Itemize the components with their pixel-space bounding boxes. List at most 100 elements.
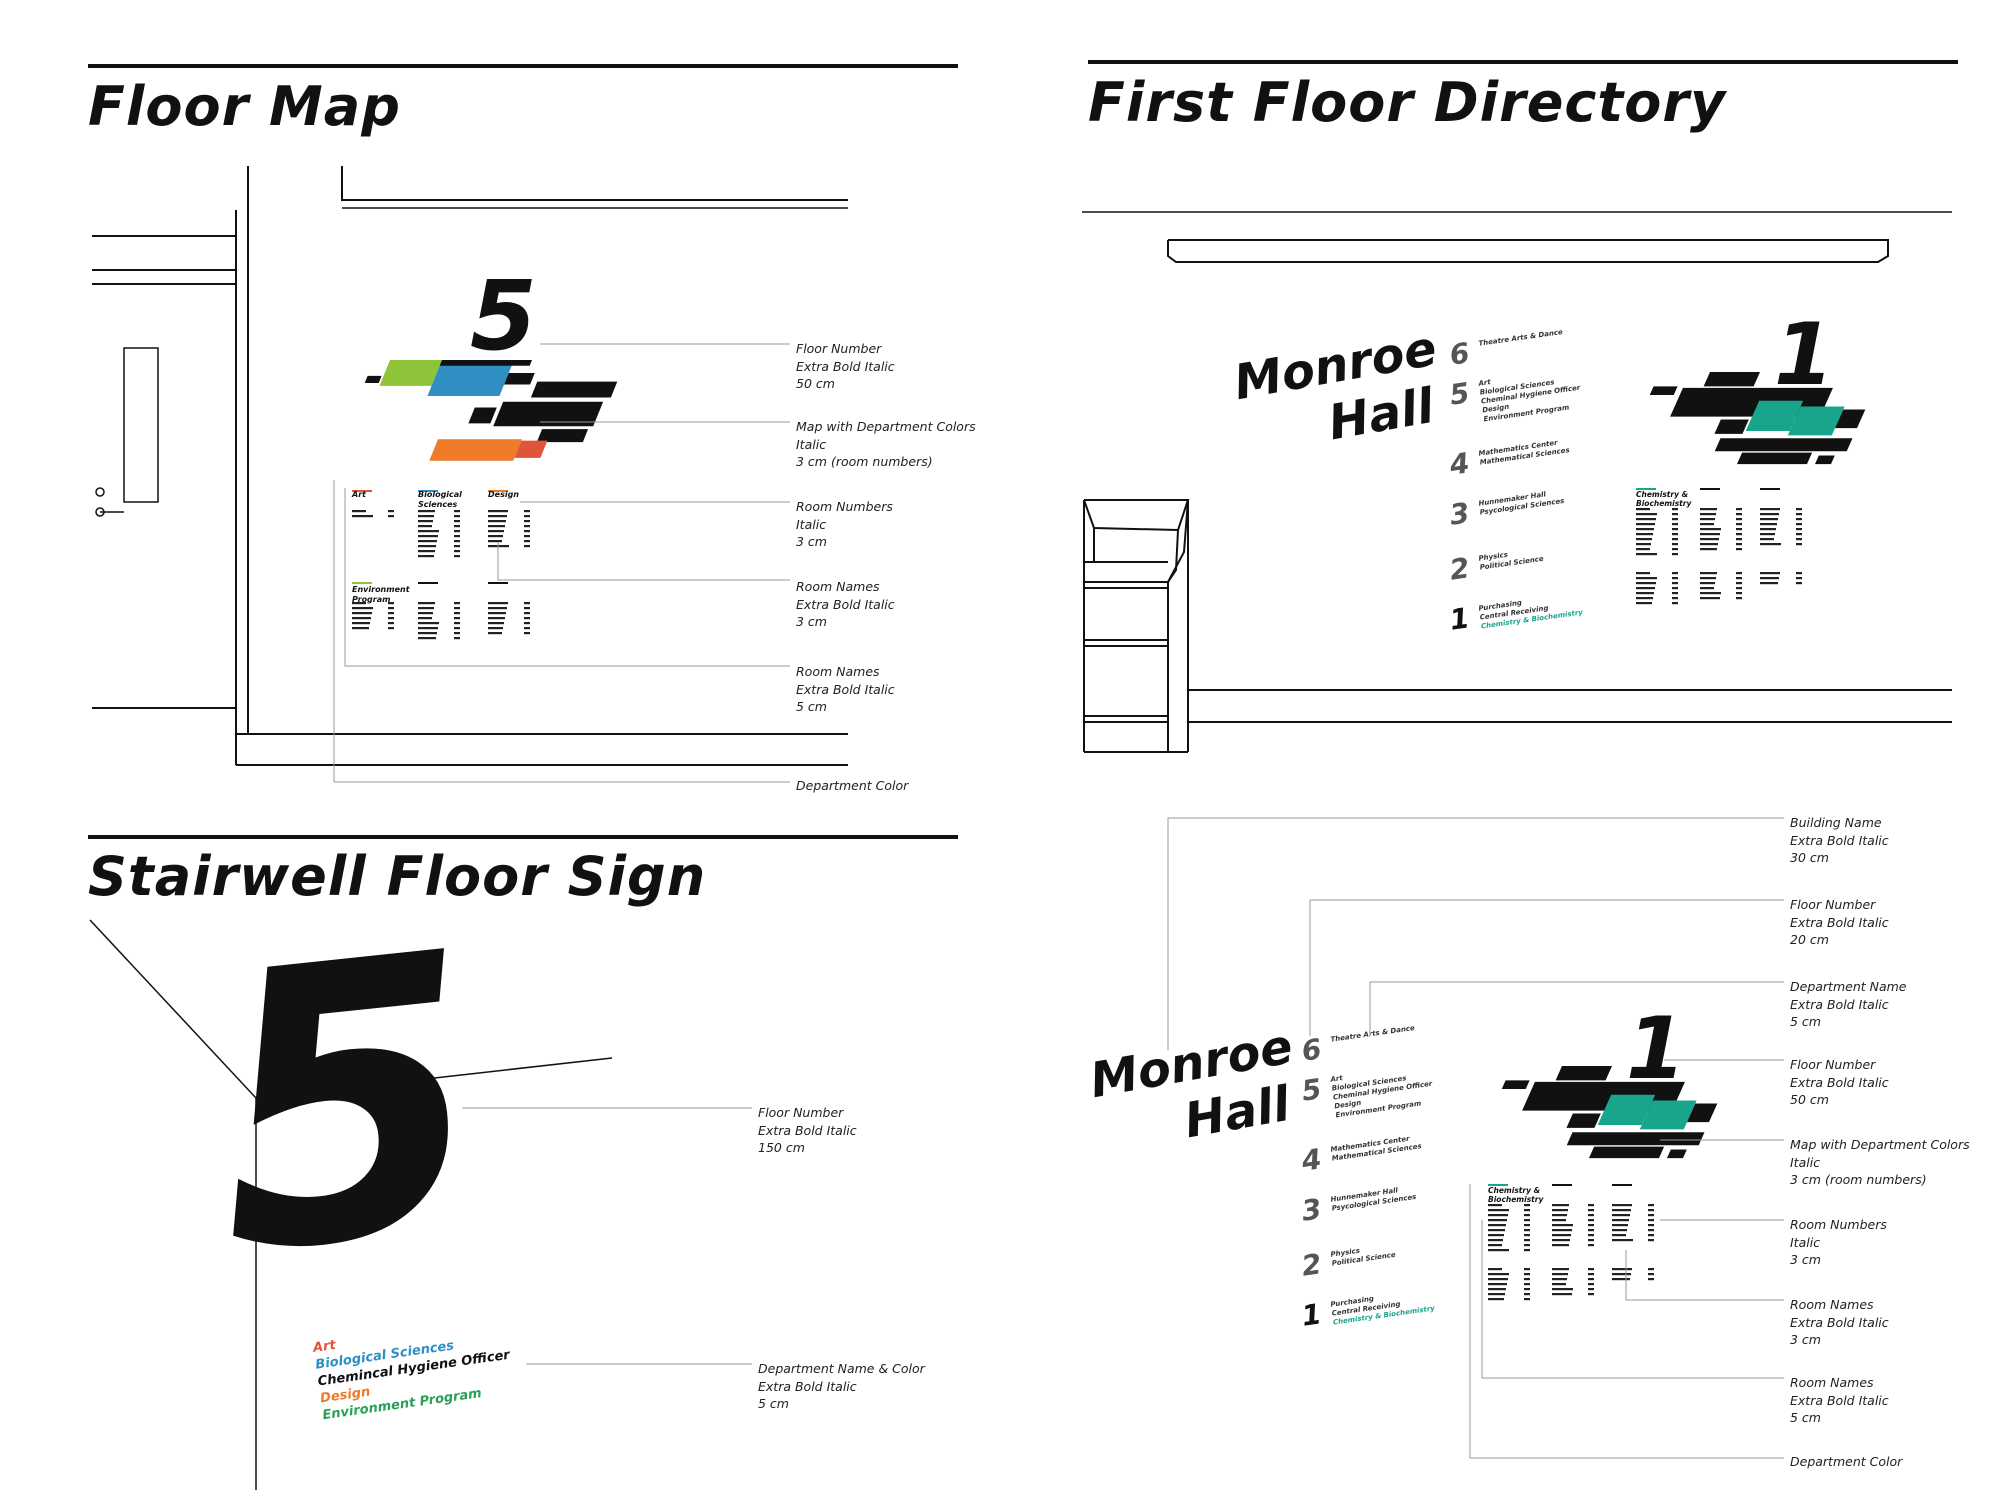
room-number-line bbox=[1672, 528, 1678, 531]
room-name-line bbox=[418, 535, 438, 538]
room-number-line bbox=[1796, 543, 1802, 546]
room-number-line bbox=[1672, 602, 1678, 605]
room-name-line bbox=[1760, 538, 1774, 541]
room-name-line bbox=[488, 515, 507, 518]
room-number-line bbox=[454, 525, 460, 528]
room-number-line bbox=[1672, 577, 1678, 580]
room-name-line bbox=[1488, 1288, 1506, 1291]
room-name-line bbox=[1612, 1239, 1633, 1242]
room-number-line bbox=[1736, 523, 1742, 526]
room-name-line bbox=[1760, 513, 1779, 516]
room-number-line bbox=[454, 515, 460, 518]
room-number-line bbox=[388, 515, 394, 518]
room-number-line bbox=[1524, 1268, 1530, 1271]
room-number-line bbox=[1524, 1239, 1530, 1242]
room-name-line bbox=[1488, 1293, 1505, 1296]
room-name-line bbox=[418, 520, 433, 523]
room-name-line bbox=[1636, 597, 1653, 600]
room-name-line bbox=[1488, 1234, 1504, 1237]
room-name-line bbox=[418, 612, 433, 615]
dept-color-bar bbox=[418, 582, 438, 584]
room-name-line bbox=[1636, 518, 1656, 521]
room-name-line bbox=[1760, 533, 1775, 536]
room-name-line bbox=[1612, 1278, 1630, 1281]
room-name-line bbox=[1612, 1214, 1630, 1217]
room-name-line bbox=[1552, 1234, 1571, 1237]
room-name-line bbox=[1700, 523, 1714, 526]
room-name-line bbox=[1488, 1298, 1504, 1301]
room-name-line bbox=[1636, 602, 1652, 605]
room-number-line bbox=[454, 555, 460, 558]
room-number-line bbox=[1672, 553, 1678, 556]
room-name-line bbox=[1760, 582, 1778, 585]
room-number-line bbox=[388, 510, 394, 513]
room-name-line bbox=[488, 607, 507, 610]
room-name-line bbox=[488, 520, 506, 523]
room-number-line bbox=[1588, 1288, 1594, 1291]
room-name-line bbox=[352, 602, 366, 605]
room-number-line bbox=[1524, 1214, 1530, 1217]
room-number-line bbox=[1672, 548, 1678, 551]
room-name-line bbox=[1760, 543, 1781, 546]
room-name-line bbox=[1636, 592, 1654, 595]
room-name-line bbox=[1760, 518, 1778, 521]
room-number-line bbox=[524, 602, 530, 605]
room-name-line bbox=[1552, 1273, 1568, 1276]
dept-color-bar bbox=[1612, 1184, 1632, 1186]
room-number-line bbox=[388, 622, 394, 625]
room-number-line bbox=[1796, 528, 1802, 531]
room-number-line bbox=[524, 520, 530, 523]
room-name-line bbox=[1700, 572, 1717, 575]
room-number-line bbox=[454, 510, 460, 513]
room-number-line bbox=[524, 510, 530, 513]
room-name-line bbox=[1488, 1229, 1505, 1232]
room-name-line bbox=[1488, 1268, 1502, 1271]
room-number-line bbox=[1648, 1278, 1654, 1281]
room-number-line bbox=[1672, 587, 1678, 590]
room-name-line bbox=[1760, 577, 1779, 580]
room-name-line bbox=[418, 550, 435, 553]
room-number-line bbox=[1588, 1234, 1594, 1237]
room-number-line bbox=[524, 627, 530, 630]
room-name-line bbox=[1552, 1219, 1566, 1222]
room-name-line bbox=[418, 617, 432, 620]
room-name-line bbox=[1636, 533, 1653, 536]
room-number-line bbox=[1588, 1239, 1594, 1242]
room-number-line bbox=[1796, 513, 1802, 516]
room-number-line bbox=[1648, 1234, 1654, 1237]
room-name-line bbox=[352, 515, 373, 518]
room-name-line bbox=[488, 602, 508, 605]
dept-color-bar bbox=[488, 490, 508, 492]
room-name-line bbox=[352, 622, 370, 625]
room-name-line bbox=[1552, 1209, 1568, 1212]
room-name-line bbox=[1552, 1224, 1573, 1227]
room-number-line bbox=[1672, 582, 1678, 585]
room-name-line bbox=[1700, 592, 1721, 595]
room-number-line bbox=[1648, 1224, 1654, 1227]
room-number-line bbox=[454, 617, 460, 620]
room-name-line bbox=[1552, 1239, 1570, 1242]
room-name-line bbox=[1488, 1224, 1506, 1227]
room-number-line bbox=[1588, 1244, 1594, 1247]
room-name-line bbox=[488, 530, 504, 533]
room-number-line bbox=[1672, 538, 1678, 541]
room-name-line bbox=[1552, 1288, 1573, 1291]
room-name-line bbox=[1552, 1214, 1567, 1217]
room-name-line bbox=[1700, 538, 1719, 541]
room-number-line bbox=[1736, 538, 1742, 541]
room-number-line bbox=[388, 617, 394, 620]
room-number-line bbox=[1588, 1283, 1594, 1286]
room-number-line bbox=[1796, 523, 1802, 526]
room-name-line bbox=[1612, 1273, 1631, 1276]
room-number-line bbox=[524, 622, 530, 625]
room-name-line bbox=[1636, 548, 1650, 551]
room-number-line bbox=[1588, 1229, 1594, 1232]
